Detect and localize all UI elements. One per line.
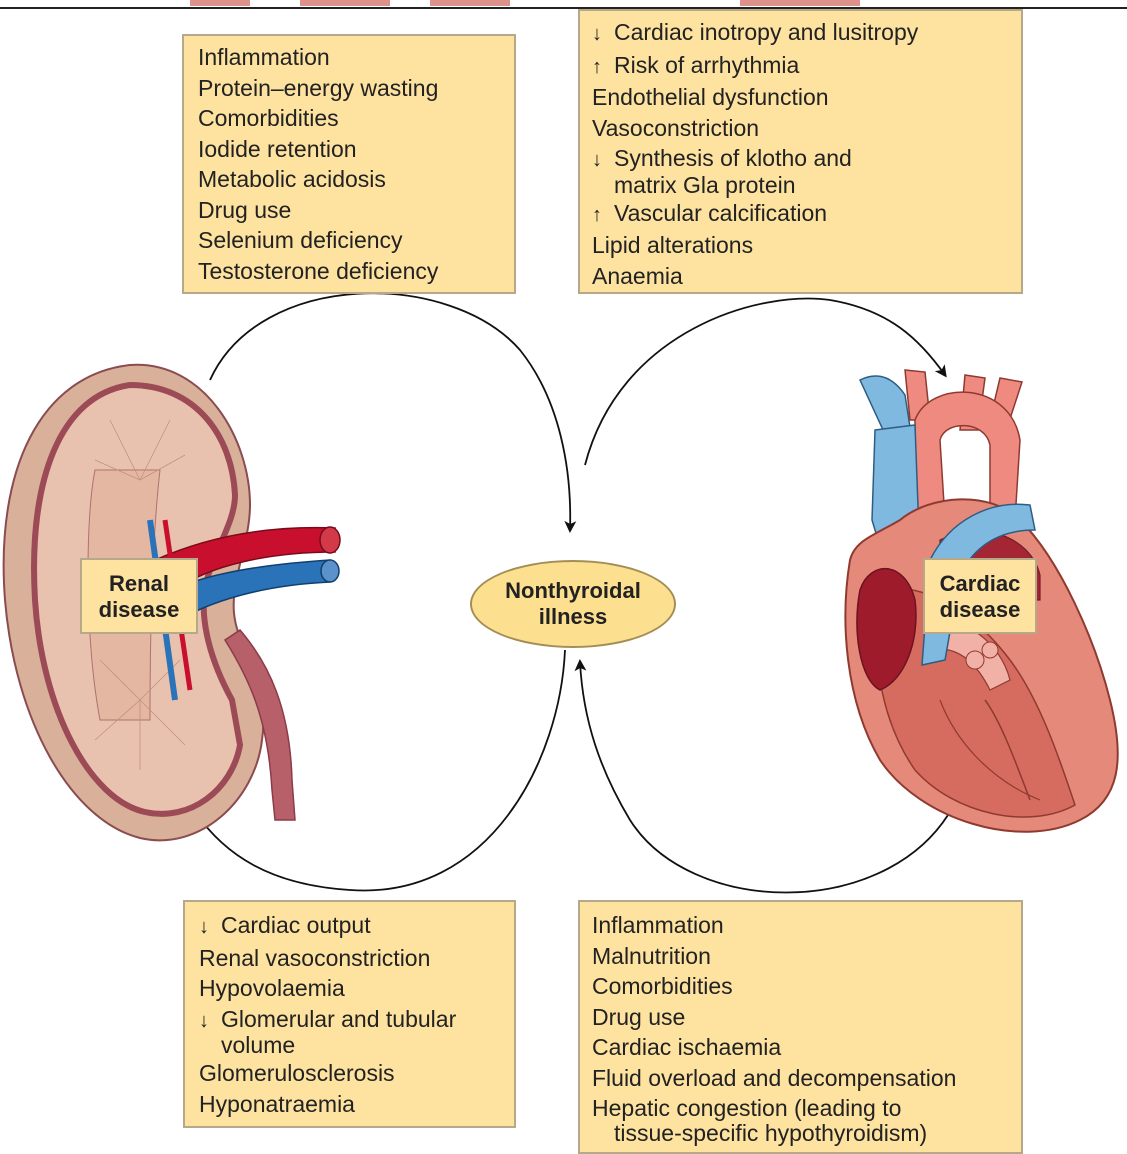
list-item: Selenium deficiency (198, 225, 514, 256)
nonthyroidal-illness-label: Nonthyroidal illness (470, 560, 676, 648)
list-item-text: Malnutrition (592, 943, 711, 969)
increase-arrow-icon: ↑ (592, 200, 614, 231)
renal-label-line1: Renal (82, 571, 196, 597)
decrease-arrow-icon: ↓ (592, 19, 614, 50)
list-item-text: Lipid alterations (592, 232, 753, 258)
list-item: Lipid alterations (592, 230, 1021, 261)
decrease-arrow-icon: ↓ (199, 1006, 221, 1037)
list-item: ↑Vascular calcification (592, 198, 1021, 231)
arrow-top-left (210, 293, 570, 530)
list-item: Fluid overload and decompensation (592, 1063, 1021, 1094)
list-item: Drug use (592, 1002, 1021, 1033)
cardiac-effects-list: ↓Cardiac inotropy and lusitropy↑Risk of … (592, 17, 1021, 291)
list-item-text: Testosterone deficiency (198, 258, 438, 284)
list-item-text: Cardiac ischaemia (592, 1034, 781, 1060)
list-item-text: Hyponatraemia (199, 1091, 355, 1117)
list-item-text: Fluid overload and decompensation (592, 1065, 956, 1091)
list-item-text: Metabolic acidosis (198, 166, 386, 192)
list-item: Comorbidities (592, 971, 1021, 1002)
list-item-text: Protein–energy wasting (198, 75, 438, 101)
list-item-text: Inflammation (198, 44, 330, 70)
list-item-text: Iodide retention (198, 136, 357, 162)
cardiac-disease-label: Cardiac disease (923, 558, 1037, 634)
list-item-text: Endothelial dysfunction (592, 84, 829, 110)
list-item: ↑Risk of arrhythmia (592, 50, 1021, 83)
list-item-text: Anaemia (592, 263, 683, 289)
list-item-continuation: matrix Gla protein (592, 172, 1021, 198)
list-item: Vasoconstriction (592, 113, 1021, 144)
list-item: Protein–energy wasting (198, 73, 514, 104)
list-item-text: Comorbidities (198, 105, 339, 131)
list-item: Endothelial dysfunction (592, 82, 1021, 113)
list-item: Renal vasoconstriction (199, 943, 514, 974)
list-item-text: Hepatic congestion (leading to (592, 1095, 901, 1121)
list-item: Testosterone deficiency (198, 256, 514, 287)
list-item: Malnutrition (592, 941, 1021, 972)
list-item-text: Vasoconstriction (592, 115, 759, 141)
list-item-text: Cardiac output (221, 912, 371, 938)
nti-label-line2: illness (472, 604, 674, 630)
list-item-text: Selenium deficiency (198, 227, 403, 253)
list-item-text: Comorbidities (592, 973, 733, 999)
nti-label-line1: Nonthyroidal (472, 578, 674, 604)
cardiac-label-line2: disease (925, 597, 1035, 623)
nti-to-cardiac-effects-box: ↓Cardiac inotropy and lusitropy↑Risk of … (578, 9, 1023, 294)
list-item-text: Glomerular and tubular (221, 1006, 456, 1032)
list-item: Inflammation (198, 42, 514, 73)
list-item-continuation: volume (199, 1032, 514, 1058)
cardiac-label-line1: Cardiac (925, 571, 1035, 597)
renal-label-line2: disease (82, 597, 196, 623)
list-item-text: Risk of arrhythmia (614, 52, 799, 78)
decrease-arrow-icon: ↓ (199, 912, 221, 943)
list-item: Drug use (198, 195, 514, 226)
list-item-text: Drug use (592, 1004, 685, 1030)
list-item-text: Glomerulosclerosis (199, 1060, 395, 1086)
list-item-text: Vascular calcification (614, 200, 827, 226)
list-item: Metabolic acidosis (198, 164, 514, 195)
list-item: Anaemia (592, 261, 1021, 292)
list-item: Glomerulosclerosis (199, 1058, 514, 1089)
list-item: Comorbidities (198, 103, 514, 134)
list-item-text: Renal vasoconstriction (199, 945, 430, 971)
list-item-text: Cardiac inotropy and lusitropy (614, 19, 918, 45)
list-item-continuation: tissue-specific hypothyroidism) (592, 1120, 1021, 1146)
list-item-text: Hypovolaemia (199, 975, 345, 1001)
list-item: ↓Cardiac output (199, 910, 514, 943)
list-item-text: Synthesis of klotho and (614, 145, 852, 171)
list-item-text: Inflammation (592, 912, 724, 938)
list-item-text: Drug use (198, 197, 291, 223)
list-item: Inflammation (592, 910, 1021, 941)
list-item: Hyponatraemia (199, 1089, 514, 1120)
renal-disease-label: Renal disease (80, 558, 198, 634)
list-item: Hypovolaemia (199, 973, 514, 1004)
increase-arrow-icon: ↑ (592, 52, 614, 83)
list-item: ↓Cardiac inotropy and lusitropy (592, 17, 1021, 50)
decrease-arrow-icon: ↓ (592, 145, 614, 176)
list-item: Iodide retention (198, 134, 514, 165)
list-item: Cardiac ischaemia (592, 1032, 1021, 1063)
